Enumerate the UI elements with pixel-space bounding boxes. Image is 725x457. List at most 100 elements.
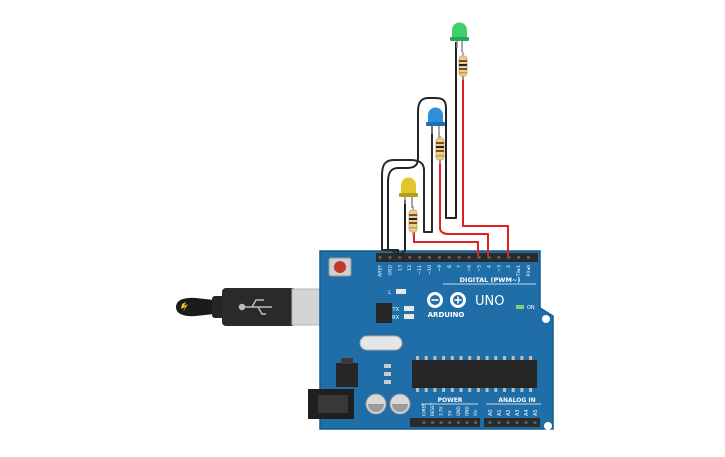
digital-pin[interactable] (527, 256, 530, 259)
digital-pin-label: ~10 (427, 265, 433, 275)
analog-pin-label: A3 (515, 409, 521, 416)
mount-hole (544, 422, 552, 430)
power-pin[interactable] (448, 421, 452, 424)
digital-header (376, 253, 538, 262)
model-label: UNO (475, 294, 504, 309)
power-pin-label: GND (456, 406, 461, 416)
usb-cable[interactable] (176, 288, 337, 326)
led-green[interactable] (450, 22, 469, 53)
analog-pin-label: A0 (488, 409, 494, 416)
digital-pin-label: AREF (378, 265, 384, 277)
power-pin-label: IOREF (422, 403, 427, 416)
digital-pin[interactable] (467, 256, 471, 259)
digital-pin[interactable] (418, 256, 422, 259)
digital-pin-label: 2 (506, 265, 512, 268)
power-pin[interactable] (465, 421, 469, 424)
analog-pin[interactable] (515, 421, 519, 424)
digital-pin-label: ~11 (417, 265, 423, 275)
wires (381, 42, 509, 257)
power-pin[interactable] (439, 421, 443, 424)
led-tx-indicator (404, 306, 414, 311)
digital-pin-label: ~9 (437, 265, 443, 272)
analog-pin[interactable] (533, 421, 537, 424)
power-pin-label: 5V (447, 410, 452, 416)
digital-pin-label: GND (387, 265, 393, 276)
ground-wire-green (387, 42, 457, 256)
analog-pin[interactable] (524, 421, 528, 424)
resistor-blue (435, 136, 445, 164)
power-pin-label: Vin (473, 409, 478, 416)
signal-wire-blue (439, 160, 489, 256)
digital-pin-label: TX▸1 (516, 265, 522, 277)
analog-pin-label: A4 (524, 409, 530, 416)
brand-label: ARDUINO (428, 311, 465, 319)
power-pin-label: GND (465, 406, 470, 416)
capacitor (365, 393, 387, 415)
digital-pin[interactable] (477, 256, 481, 259)
analog-pin-label: A5 (533, 409, 539, 416)
usb-chip (376, 303, 392, 323)
reset-button[interactable] (328, 257, 352, 277)
led-tx-label: TX (392, 307, 400, 313)
usb-symbol-icon (238, 299, 272, 315)
digital-pin-label: 13 (397, 265, 403, 271)
resistor-yellow (408, 206, 418, 236)
power-pin-label: RESET (430, 402, 435, 416)
on-label: ON (527, 305, 535, 311)
digital-pin-label: RX◂0 (526, 265, 532, 277)
analog-pin-label: A2 (506, 409, 512, 416)
voltage-regulator (336, 363, 358, 387)
led-blue[interactable] (426, 107, 445, 138)
digital-pin[interactable] (437, 256, 441, 259)
led-yellow[interactable] (399, 177, 418, 208)
digital-pin[interactable] (507, 256, 511, 259)
capacitor (389, 393, 411, 415)
analog-pin[interactable] (506, 421, 510, 424)
digital-pin[interactable] (447, 256, 451, 259)
signal-wire-yellow (413, 232, 479, 256)
digital-pin-label: 12 (407, 265, 413, 271)
ground-wire-yellow (399, 200, 406, 257)
digital-pin-label: 4 (486, 265, 492, 268)
power-pin[interactable] (474, 421, 478, 424)
ground-wire-blue (381, 124, 433, 257)
power-header (410, 418, 480, 427)
power-label: POWER (438, 397, 463, 404)
digital-pin[interactable] (497, 256, 501, 259)
analog-label: ANALOG IN (498, 397, 535, 404)
led-l-label: L (388, 290, 391, 296)
power-pin[interactable] (422, 421, 426, 424)
digital-label: DIGITAL (PWM~) (460, 276, 521, 284)
power-jack[interactable] (308, 389, 354, 419)
digital-pin[interactable] (388, 256, 392, 259)
power-pin[interactable] (431, 421, 435, 424)
digital-pin-label: ~6 (467, 265, 473, 272)
digital-pin[interactable] (408, 256, 412, 259)
mount-hole (542, 315, 550, 323)
digital-pin[interactable] (398, 256, 402, 259)
digital-pin[interactable] (517, 256, 521, 259)
digital-pin[interactable] (428, 256, 431, 259)
led-rx-label: RX (392, 315, 399, 321)
resistor-green (458, 52, 468, 80)
lightning-icon (181, 302, 188, 312)
crystal-oscillator (359, 335, 403, 351)
analog-pin[interactable] (488, 421, 492, 424)
analog-header (484, 418, 540, 427)
digital-pin[interactable] (457, 256, 461, 259)
digital-pin[interactable] (487, 256, 491, 259)
digital-pin[interactable] (378, 256, 382, 259)
analog-pin[interactable] (497, 421, 501, 424)
led-l-indicator (396, 289, 406, 294)
led-rx-indicator (404, 314, 414, 319)
atmega-chip (412, 356, 537, 392)
digital-pin-label: ~5 (477, 265, 483, 272)
digital-pin-label: 8 (447, 265, 453, 268)
power-on-led (516, 305, 524, 309)
power-pin[interactable] (456, 421, 460, 424)
